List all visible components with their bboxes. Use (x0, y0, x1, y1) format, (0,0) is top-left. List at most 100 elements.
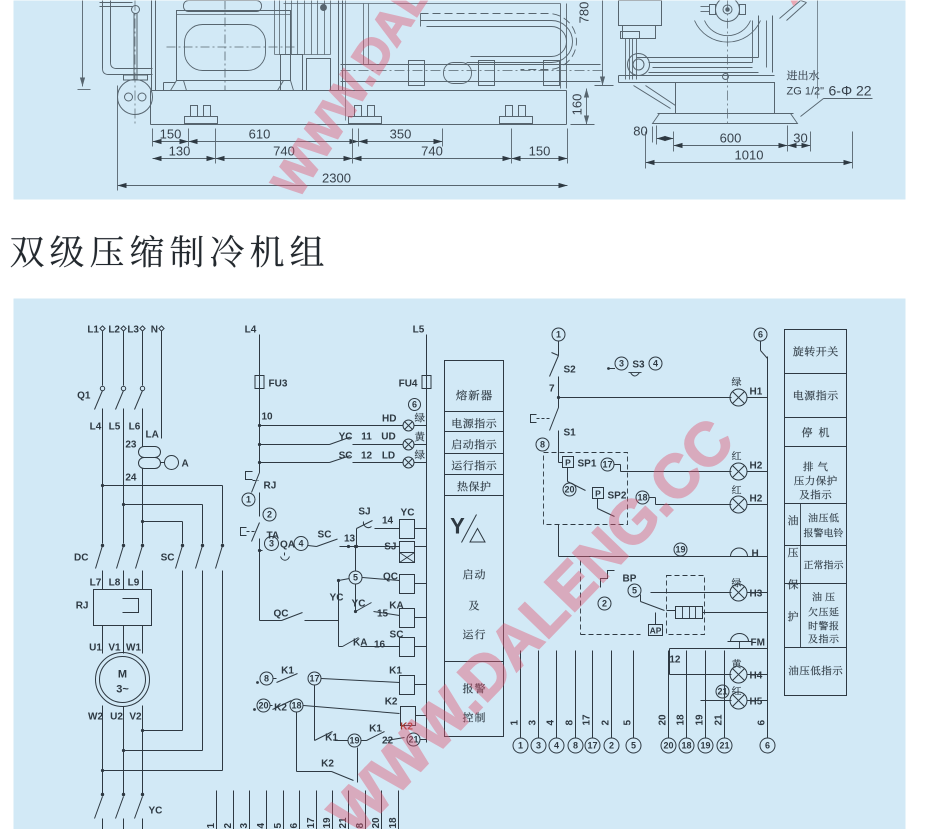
svg-text:Q1: Q1 (77, 391, 91, 402)
svg-text:L2: L2 (108, 325, 120, 336)
svg-text:6-Φ 22: 6-Φ 22 (829, 83, 872, 99)
svg-text:18: 18 (291, 701, 301, 711)
svg-text:HD: HD (382, 414, 396, 425)
svg-text:740: 740 (421, 144, 443, 159)
svg-text:L4: L4 (245, 325, 257, 336)
svg-text:2300: 2300 (322, 171, 351, 186)
svg-text:19: 19 (349, 736, 359, 746)
svg-text:8: 8 (355, 823, 366, 829)
svg-text:5: 5 (632, 586, 637, 596)
svg-text:8: 8 (565, 720, 576, 726)
svg-text:YC: YC (352, 599, 366, 610)
svg-text:K1: K1 (369, 724, 382, 735)
svg-text:780: 780 (577, 2, 592, 24)
svg-text:M: M (118, 669, 127, 681)
svg-text:L7: L7 (90, 578, 102, 589)
svg-text:150: 150 (160, 127, 182, 142)
svg-text:7: 7 (549, 384, 555, 395)
svg-text:17: 17 (602, 460, 612, 470)
svg-text:20: 20 (371, 817, 382, 829)
svg-text:14: 14 (382, 516, 394, 527)
svg-text:S3: S3 (632, 360, 645, 371)
svg-text:N: N (151, 325, 158, 336)
svg-text:KA: KA (353, 638, 367, 649)
svg-text:RJ: RJ (76, 601, 89, 612)
svg-text:610: 610 (249, 127, 271, 142)
svg-text:SP1: SP1 (578, 459, 597, 470)
svg-text:2: 2 (602, 599, 607, 609)
svg-text:80: 80 (633, 124, 647, 139)
svg-text:S1: S1 (564, 428, 577, 439)
svg-text:FM: FM (751, 638, 765, 649)
svg-text:13: 13 (344, 534, 356, 545)
svg-text:3: 3 (269, 539, 274, 549)
svg-text:20: 20 (658, 714, 669, 726)
svg-text:18: 18 (637, 493, 647, 503)
svg-text:1: 1 (206, 823, 217, 829)
svg-text:KA: KA (389, 601, 403, 612)
svg-text:QC: QC (383, 572, 398, 583)
svg-text:22: 22 (382, 736, 394, 747)
svg-text:11: 11 (361, 432, 372, 443)
svg-text:2: 2 (601, 720, 612, 726)
svg-text:6: 6 (412, 400, 417, 410)
svg-text:K1: K1 (325, 733, 338, 744)
svg-text:10: 10 (262, 412, 274, 423)
svg-text:2: 2 (223, 823, 234, 829)
svg-text:6: 6 (765, 741, 770, 751)
svg-text:SP2: SP2 (608, 491, 627, 502)
svg-text:2: 2 (609, 741, 614, 751)
svg-text:4: 4 (546, 720, 557, 726)
svg-text:L5: L5 (109, 422, 121, 433)
svg-text:24: 24 (125, 473, 137, 484)
svg-text:L6: L6 (129, 422, 141, 433)
svg-text:L1: L1 (87, 325, 99, 336)
svg-text:1: 1 (510, 720, 521, 726)
svg-text:SC: SC (339, 451, 353, 462)
svg-text:12: 12 (669, 655, 681, 666)
svg-text:K2: K2 (385, 697, 398, 708)
svg-text:4: 4 (554, 741, 559, 751)
svg-text:L9: L9 (128, 578, 140, 589)
svg-text:8: 8 (540, 440, 545, 450)
svg-text:YC: YC (149, 806, 163, 817)
svg-text:19: 19 (675, 545, 685, 555)
svg-text:18: 18 (681, 741, 691, 751)
svg-text:K2: K2 (274, 703, 287, 714)
svg-text:21: 21 (719, 741, 729, 751)
svg-text:19: 19 (322, 817, 333, 829)
svg-text:6: 6 (757, 720, 768, 726)
svg-text:160: 160 (570, 94, 585, 116)
svg-text:1010: 1010 (735, 148, 764, 163)
svg-text:V2: V2 (129, 712, 142, 723)
svg-text:L8: L8 (109, 578, 121, 589)
svg-text:21: 21 (714, 714, 725, 726)
svg-text:3: 3 (619, 359, 624, 369)
svg-text:LA: LA (146, 430, 159, 441)
svg-text:3: 3 (528, 720, 539, 726)
svg-text:P: P (595, 489, 601, 499)
svg-text:DC: DC (74, 553, 88, 564)
svg-text:6: 6 (289, 823, 300, 829)
svg-text:H1: H1 (750, 387, 763, 398)
svg-text:20: 20 (258, 701, 268, 711)
svg-text:S2: S2 (564, 365, 577, 376)
svg-text:3~: 3~ (116, 684, 129, 696)
svg-text:AP: AP (650, 626, 662, 636)
svg-text:6: 6 (758, 330, 763, 340)
svg-text:3: 3 (239, 823, 250, 829)
svg-text:QC: QC (274, 609, 289, 620)
svg-text:20: 20 (663, 741, 673, 751)
svg-text:SC: SC (390, 630, 404, 641)
svg-text:5: 5 (623, 720, 634, 726)
svg-text:L3: L3 (127, 325, 139, 336)
svg-text:Y: Y (450, 514, 465, 539)
svg-text:SJ: SJ (358, 507, 370, 518)
svg-text:P: P (565, 458, 571, 468)
svg-text:130: 130 (169, 144, 191, 159)
svg-text:5: 5 (631, 741, 636, 751)
svg-text:ZG 1/2": ZG 1/2" (787, 86, 825, 98)
svg-text:K1: K1 (389, 666, 402, 677)
svg-text:W2: W2 (88, 712, 103, 723)
svg-text:U2: U2 (110, 712, 123, 723)
